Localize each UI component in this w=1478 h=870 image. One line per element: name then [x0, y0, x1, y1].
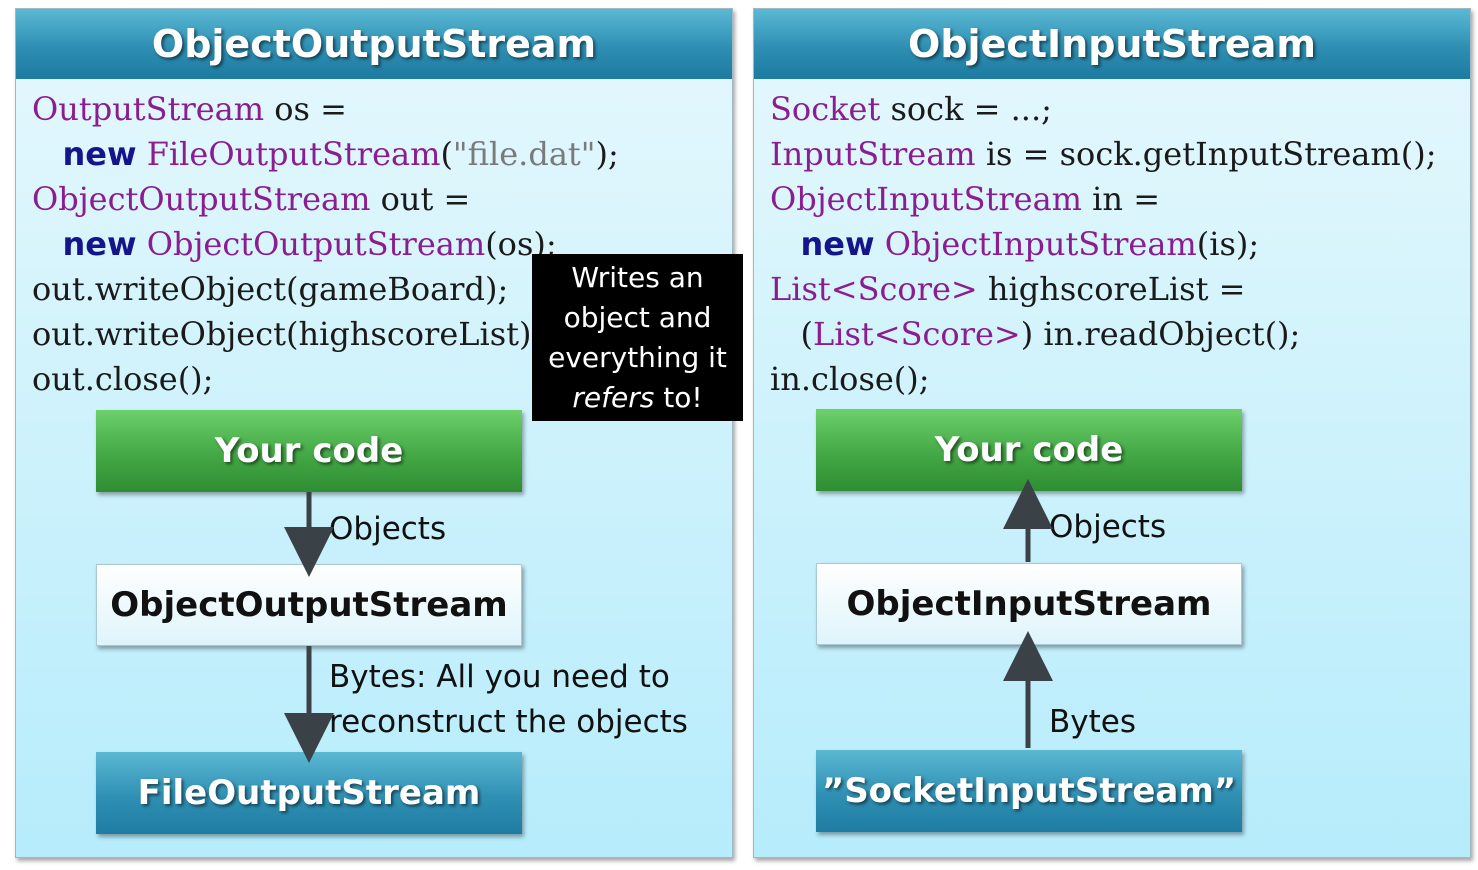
string-token: "file.dat": [452, 135, 596, 173]
type-token: List<Score>: [813, 315, 1021, 353]
bytes-label-line-2: reconstruct the objects: [329, 704, 688, 740]
objects-label: Objects: [1049, 509, 1167, 545]
callout-text: to!: [654, 381, 703, 414]
code-text: ) in.readObject();: [1020, 315, 1301, 353]
your-code-box: Your code: [816, 409, 1242, 491]
code-line-6: out.writeObject(highscoreList);: [32, 315, 543, 353]
callout-line-4: refers to!: [532, 378, 743, 418]
callout-line-1: Writes an: [571, 261, 704, 294]
callout-line-3: everything it: [548, 341, 727, 374]
keyword-token: new: [800, 225, 875, 263]
type-token: Socket: [770, 90, 881, 128]
bytes-label-line-1: Bytes: All you need to: [329, 659, 670, 695]
type-token: InputStream: [770, 135, 976, 173]
panel-title: ObjectInputStream: [754, 9, 1470, 79]
code-line-2: new FileOutputStream("file.dat");: [32, 135, 619, 173]
code-line-6: (List<Score>) in.readObject();: [770, 315, 1301, 353]
code-line-7: in.close();: [770, 360, 930, 398]
code-line-3: ObjectOutputStream out =: [32, 180, 470, 218]
panel-title: ObjectOutputStream: [16, 9, 732, 79]
code-text: out =: [370, 180, 471, 218]
code-line-4: new ObjectInputStream(is);: [770, 225, 1260, 263]
code-line-1: OutputStream os =: [32, 90, 347, 128]
type-token: ObjectInputStream: [770, 180, 1082, 218]
objects-label: Objects: [329, 511, 447, 547]
type-token: FileOutputStream: [146, 135, 441, 173]
code-line-7: out.close();: [32, 360, 214, 398]
code-text: os =: [264, 90, 347, 128]
code-text: in =: [1082, 180, 1160, 218]
code-text: (is);: [1196, 225, 1260, 263]
code-block: OutputStream os = new FileOutputStream("…: [32, 87, 619, 402]
callout-line-2: object and: [563, 301, 712, 334]
bytes-label: Bytes: [1049, 704, 1136, 740]
object-output-stream-panel: ObjectOutputStream OutputStream os = new…: [15, 8, 733, 858]
callout-box: Writes an object and everything it refer…: [532, 254, 743, 421]
code-line-4: new ObjectOutputStream(os);: [32, 225, 557, 263]
code-text: (: [800, 315, 813, 353]
code-line-3: ObjectInputStream in =: [770, 180, 1160, 218]
file-output-stream-box: FileOutputStream: [96, 752, 522, 834]
code-text: );: [595, 135, 619, 173]
code-text: (: [440, 135, 453, 173]
socket-input-stream-box: ”SocketInputStream”: [816, 750, 1242, 832]
code-text: is = sock.getInputStream();: [975, 135, 1437, 173]
type-token: ObjectOutputStream: [32, 180, 371, 218]
code-line-5: out.writeObject(gameBoard);: [32, 270, 509, 308]
keyword-token: new: [62, 225, 137, 263]
object-input-stream-panel: ObjectInputStream Socket sock = ...; Inp…: [753, 8, 1471, 858]
type-token: ObjectInputStream: [884, 225, 1197, 263]
type-token: ObjectOutputStream: [146, 225, 486, 263]
type-token: OutputStream: [32, 90, 265, 128]
code-text: highscoreList =: [977, 270, 1246, 308]
code-line-5: List<Score> highscoreList =: [770, 270, 1245, 308]
code-text: sock = ...;: [880, 90, 1052, 128]
callout-emphasis: refers: [572, 381, 655, 414]
type-token: List<Score>: [770, 270, 978, 308]
object-output-stream-box: ObjectOutputStream: [96, 564, 522, 646]
code-line-1: Socket sock = ...;: [770, 90, 1052, 128]
keyword-token: new: [62, 135, 137, 173]
code-block: Socket sock = ...; InputStream is = sock…: [770, 87, 1436, 402]
your-code-box: Your code: [96, 410, 522, 492]
code-line-2: InputStream is = sock.getInputStream();: [770, 135, 1436, 173]
